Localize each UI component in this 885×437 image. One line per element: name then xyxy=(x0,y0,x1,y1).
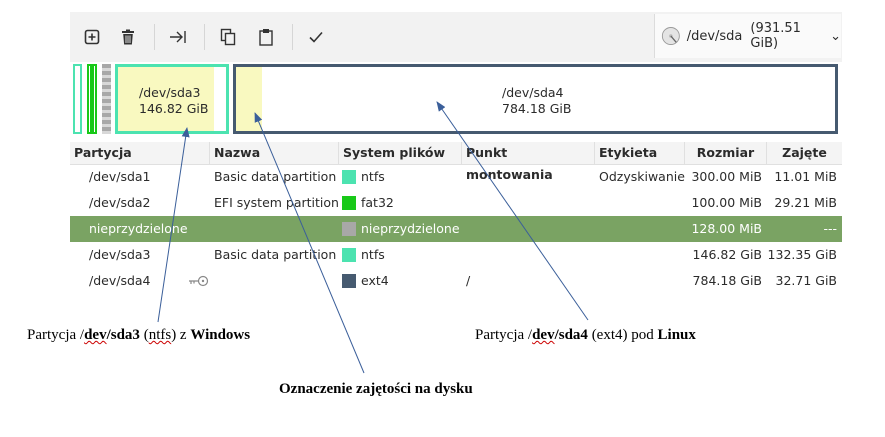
table-row-selected[interactable]: nieprzydzielone nieprzydzielone 128.00 M… xyxy=(70,216,842,242)
partition-block-unallocated[interactable] xyxy=(102,64,111,134)
annotation-usage-marker: Oznaczenie zajętości na dysku xyxy=(279,381,473,397)
sda3-label-size: 146.82 GiB xyxy=(139,101,209,116)
annotation-sda3: Partycja /dev/sda3 (ntfs) z Windows xyxy=(27,327,251,343)
toolbar: /dev/sda (931.51 GiB) ⌄ xyxy=(70,12,842,62)
fs-color-swatch xyxy=(342,248,356,262)
col-header-used[interactable]: Zajęte xyxy=(782,145,827,160)
cell-size: 300.00 MiB xyxy=(691,169,762,184)
cell-partition: /dev/sda4 xyxy=(89,273,151,288)
cell-filesystem: nieprzydzielone xyxy=(361,221,460,236)
table-row[interactable]: /dev/sda4 ext4 / 784.18 GiB 32.71 GiB xyxy=(70,268,842,294)
cell-used: 32.71 GiB xyxy=(775,273,838,288)
arrow-to-end-icon xyxy=(170,31,186,43)
delete-button[interactable] xyxy=(114,23,142,51)
fs-color-swatch xyxy=(342,222,356,236)
sda3-label-name: /dev/sda3 xyxy=(139,85,201,100)
cell-used: 29.21 MiB xyxy=(774,195,837,210)
cell-filesystem: ntfs xyxy=(361,169,385,184)
copy-button[interactable] xyxy=(214,23,242,51)
cell-used: 11.01 MiB xyxy=(774,169,837,184)
cell-size: 784.18 GiB xyxy=(692,273,762,288)
device-name: /dev/sda xyxy=(686,28,743,44)
partition-block-sda4[interactable]: /dev/sda4 784.18 GiB xyxy=(233,64,838,134)
table-row[interactable]: /dev/sda1 Basic data partition ntfs Odzy… xyxy=(70,164,842,190)
fs-color-swatch xyxy=(342,274,356,288)
col-header-mountpoint[interactable]: Punkt montowania xyxy=(462,142,595,182)
cell-partition: /dev/sda1 xyxy=(89,169,151,184)
apply-button[interactable] xyxy=(302,23,330,51)
chevron-down-icon: ⌄ xyxy=(830,28,841,44)
cell-filesystem: ext4 xyxy=(361,273,389,288)
resize-move-button[interactable] xyxy=(164,23,192,51)
cell-name: Basic data partition xyxy=(214,247,337,262)
device-size: (931.51 GiB) xyxy=(750,21,801,51)
col-header-filesystem[interactable]: System plików xyxy=(339,142,462,164)
cell-size: 128.00 MiB xyxy=(691,221,762,236)
cell-partition: /dev/sda3 xyxy=(89,247,151,262)
cell-partition: nieprzydzielone xyxy=(89,221,188,236)
cell-mountpoint: / xyxy=(466,273,471,288)
clipboard-icon xyxy=(259,29,273,46)
hard-disk-icon xyxy=(661,27,680,45)
sda4-label-size: 784.18 GiB xyxy=(502,101,572,116)
annotation-sda4: Partycja /dev/sda4 (ext4) pod Linux xyxy=(475,327,696,343)
fs-color-swatch xyxy=(342,196,356,210)
table-row[interactable]: /dev/sda3 Basic data partition ntfs 146.… xyxy=(70,242,842,268)
cell-filesystem: fat32 xyxy=(361,195,394,210)
key-icon xyxy=(189,275,209,287)
cell-name: Basic data partition xyxy=(214,169,337,184)
col-header-size[interactable]: Rozmiar xyxy=(685,142,767,164)
col-header-partition[interactable]: Partycja xyxy=(70,142,210,164)
col-header-name[interactable]: Nazwa xyxy=(210,142,339,164)
cell-size: 146.82 GiB xyxy=(692,247,762,262)
col-header-label[interactable]: Etykieta xyxy=(595,142,685,164)
used-space-fill xyxy=(118,67,214,131)
trash-icon xyxy=(122,29,134,45)
cell-label: Odzyskiwanie xyxy=(599,169,685,184)
table-row[interactable]: /dev/sda2 EFI system partition fat32 100… xyxy=(70,190,842,216)
cell-partition: /dev/sda2 xyxy=(89,195,151,210)
partition-bar: /dev/sda3 146.82 GiB /dev/sda4 784.18 Gi… xyxy=(70,62,842,138)
sda4-label-name: /dev/sda4 xyxy=(502,85,564,100)
partition-block-sda2[interactable] xyxy=(87,64,97,134)
partition-block-sda1[interactable] xyxy=(73,64,82,134)
checkmark-icon xyxy=(309,31,323,43)
cell-name: EFI system partition xyxy=(214,195,339,210)
fs-color-swatch xyxy=(342,170,356,184)
device-selector[interactable]: /dev/sda (931.51 GiB) ⌄ xyxy=(654,14,841,58)
cell-size: 100.00 MiB xyxy=(691,195,762,210)
cell-filesystem: ntfs xyxy=(361,247,385,262)
table-header: Partycja Nazwa System plików Punkt monto… xyxy=(70,142,842,182)
partition-block-sda3[interactable]: /dev/sda3 146.82 GiB xyxy=(115,64,229,134)
cell-used: --- xyxy=(823,221,837,236)
paste-button[interactable] xyxy=(252,23,280,51)
cell-used: 132.35 GiB xyxy=(767,247,837,262)
new-partition-button[interactable] xyxy=(78,23,106,51)
new-partition-icon xyxy=(84,29,100,45)
copy-icon xyxy=(220,28,236,46)
